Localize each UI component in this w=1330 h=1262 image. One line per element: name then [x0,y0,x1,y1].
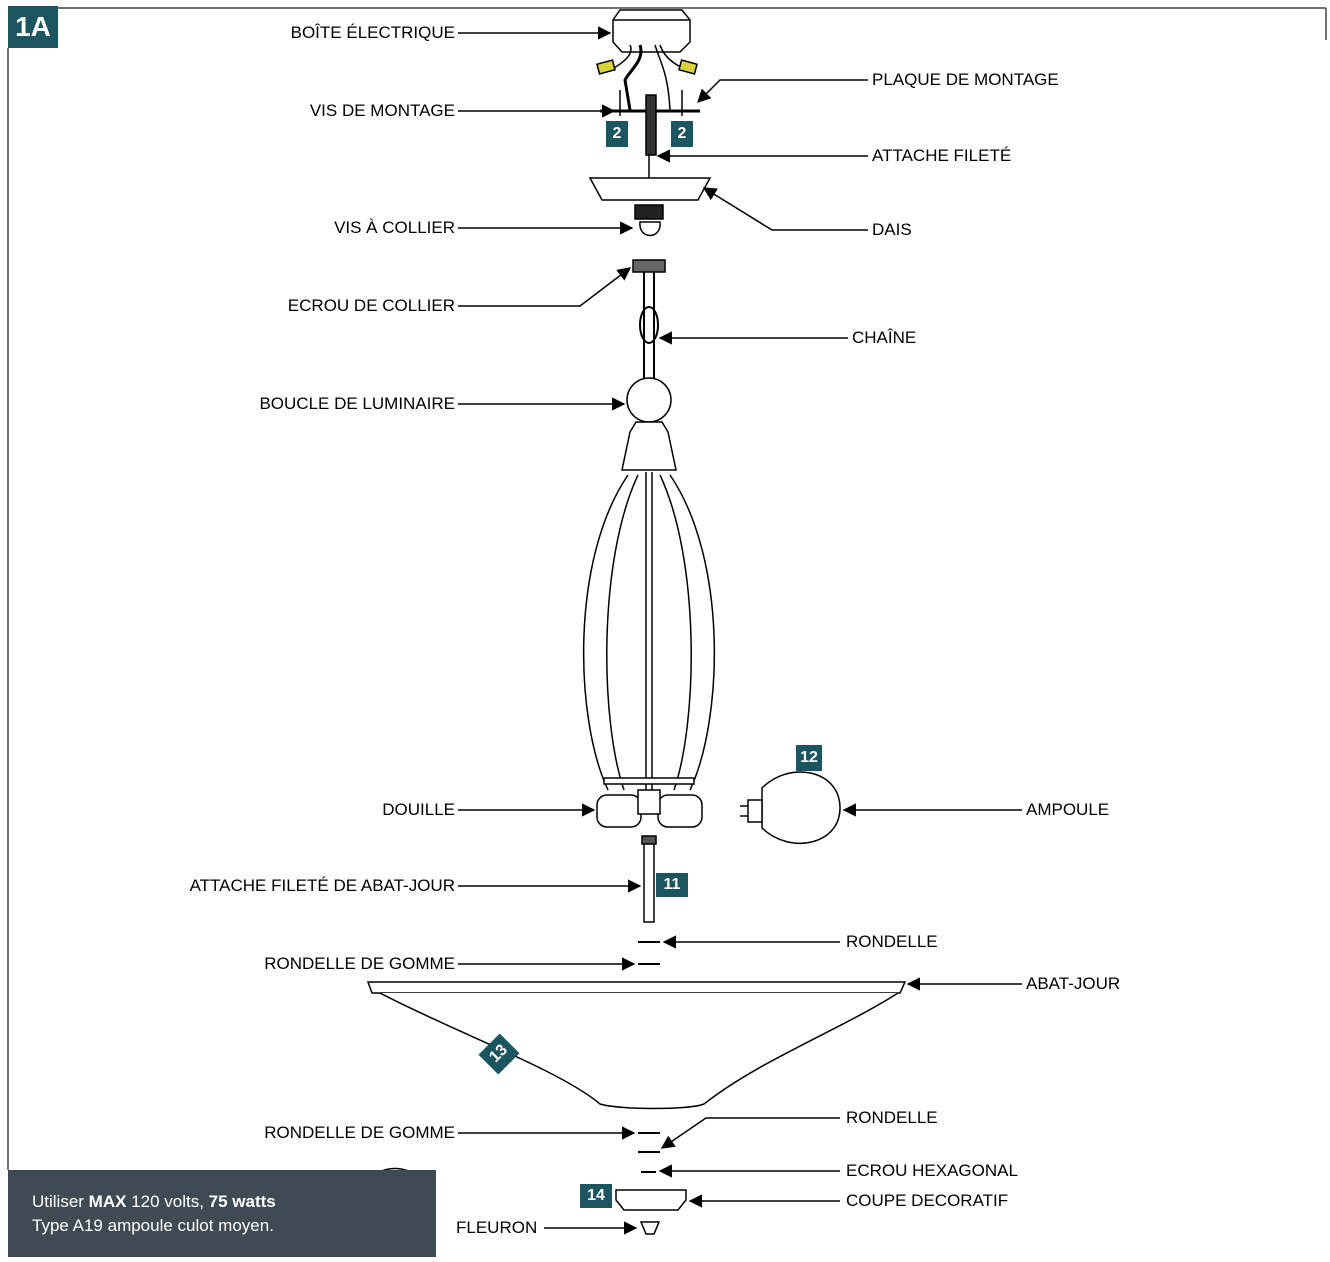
label-rondelle-top: RONDELLE [846,932,938,951]
step-badge-shade-rod: 11 [656,873,688,897]
label-vis-de-montage: VIS DE MONTAGE [309,101,455,120]
cup-drawing [615,1189,687,1235]
step-badge-mount-left: 2 [606,121,628,147]
note-prefix: Utiliser [32,1192,89,1211]
chain-drawing [639,272,659,385]
label-rondelle-gomme-top: RONDELLE DE GOMME [264,954,455,973]
label-boite-electrique: BOÎTE ÉLECTRIQUE [290,23,455,42]
note-line-2: Type A19 ampoule culot moyen. [32,1216,274,1235]
step-badge-bulb: 12 [796,745,822,771]
label-boucle-de-luminaire: BOUCLE DE LUMINAIRE [259,394,455,413]
step-badge-mount-right: 2 [671,121,693,147]
label-ecrou-hexagonal: ECROU HEXAGONAL [846,1161,1018,1180]
note-voltage: 120 volts, [126,1192,209,1211]
mounting-plate-drawing [600,90,700,156]
label-attache-filete-abat-jour: ATTACHE FILETÉ DE ABAT-JOUR [189,876,455,895]
figure-tag: 1A [8,6,58,48]
fixture-body-drawing [582,421,716,791]
label-vis-a-collier: VIS À COLLIER [334,218,455,237]
shade-drawing [366,981,907,1110]
label-abat-jour: ABAT-JOUR [1026,974,1121,993]
canopy-drawing [588,155,712,201]
step-badge-cup: 14 [580,1184,612,1208]
shade-rod-drawing [641,835,657,923]
label-plaque-de-montage: PLAQUE DE MONTAGE [872,70,1059,89]
label-ecrou-de-collier: ECROU DE COLLIER [287,296,455,315]
collar-drawing [632,204,666,273]
electrical-box-drawing [596,9,698,111]
label-dais: DAIS [872,220,912,239]
bulb-note: Utiliser MAX 120 volts, 75 watts Type A1… [8,1170,436,1257]
leader-lines [458,26,1022,1235]
fixture-loop-drawing [626,377,672,423]
note-line-1: Utiliser MAX 120 volts, 75 watts [32,1192,276,1212]
label-rondelle-bottom: RONDELLE [846,1108,938,1127]
note-max: MAX [88,1192,127,1211]
bulb-drawing [740,771,841,844]
label-ampoule: AMPOULE [1026,800,1110,819]
washers-drawing [638,941,660,1173]
label-chaine: CHAÎNE [852,328,917,347]
label-douille: DOUILLE [382,800,455,819]
label-rondelle-gomme-bottom: RONDELLE DE GOMME [264,1123,455,1142]
label-attache-filete: ATTACHE FILETÉ [872,146,1012,165]
socket-drawing [596,789,703,828]
note-watts: 75 watts [208,1192,276,1211]
label-fleuron: FLEURON [456,1218,538,1237]
label-coupe-decoratif: COUPE DECORATIF [846,1191,1009,1210]
page-frame [7,7,1327,1170]
